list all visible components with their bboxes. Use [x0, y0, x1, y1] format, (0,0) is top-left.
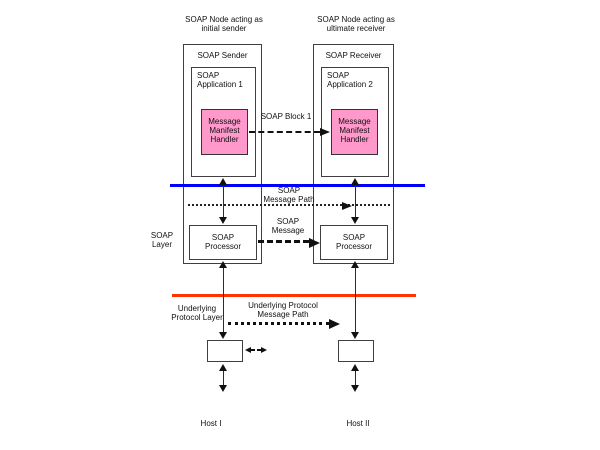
soap-layer-line — [170, 184, 425, 187]
message-manifest-handler-1-label: Message Manifest Handler — [208, 117, 241, 144]
host-network-arrow-right — [351, 364, 359, 392]
underlying-protocol-layer-line — [172, 294, 416, 297]
soap-block-arrow — [249, 131, 320, 133]
host-1-box — [207, 340, 243, 362]
sender-node-caption: SOAP Node acting as initial sender — [185, 15, 263, 33]
processor-host-arrow-left — [219, 261, 227, 339]
underlying-protocol-layer-label: Underlying Protocol Layer — [171, 304, 223, 322]
soap-block-label: SOAP Block 1 — [260, 112, 312, 121]
host-2-label: Host II — [346, 419, 370, 428]
soap-application-2-label: SOAP Application 2 — [327, 71, 373, 89]
soap-block-arrowhead — [320, 128, 330, 136]
host-network-arrow-left — [219, 364, 227, 392]
message-manifest-handler-1-box — [201, 109, 248, 155]
app-processor-arrow-left — [219, 178, 227, 224]
soap-message-path-label: SOAP Message Path — [263, 186, 315, 204]
soap-application-1-box — [191, 67, 256, 177]
soap-processor-2-label: SOAP Processor — [335, 233, 372, 251]
app-processor-arrow-right — [351, 178, 359, 224]
soap-message-path-arrowhead — [342, 202, 352, 210]
underlying-message-path-arrow — [228, 322, 329, 325]
underlying-message-path-arrowhead — [329, 319, 340, 329]
soap-application-2-box — [321, 67, 389, 177]
soap-message-label: SOAP Message — [271, 217, 305, 235]
soap-receiver-title: SOAP Receiver — [325, 51, 382, 60]
soap-processor-2-box — [320, 225, 388, 260]
local-binding-arrow-right — [257, 346, 267, 353]
soap-sender-title: SOAP Sender — [197, 51, 248, 60]
soap-message-path-arrow — [188, 204, 390, 206]
processor-host-arrow-right — [351, 261, 359, 339]
soap-layer-label: SOAP Layer — [150, 231, 174, 249]
underlying-message-path-label: Underlying Protocol Message Path — [248, 301, 318, 319]
message-manifest-handler-2-box — [331, 109, 378, 155]
message-manifest-handler-2-label: Message Manifest Handler — [338, 117, 371, 144]
soap-message-arrowhead — [309, 238, 320, 248]
host-2-box — [338, 340, 374, 362]
soap-processor-1-label: SOAP Processor — [204, 233, 241, 251]
soap-processor-1-box — [189, 225, 257, 260]
local-binding-arrow-left — [245, 346, 255, 353]
receiver-node-caption: SOAP Node acting as ultimate receiver — [317, 15, 395, 33]
soap-message-arrow — [258, 240, 309, 243]
soap-application-1-label: SOAP Application 1 — [197, 71, 243, 89]
host-1-label: Host I — [200, 419, 222, 428]
